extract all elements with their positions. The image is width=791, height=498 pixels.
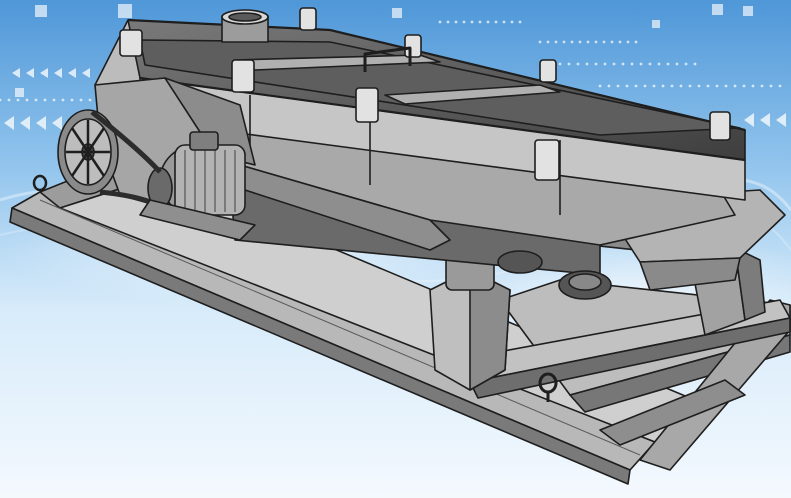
background-dot [724, 84, 728, 88]
background-dot [697, 84, 701, 88]
background-dot [760, 84, 764, 88]
background-dot [751, 84, 755, 88]
background-dot [648, 62, 652, 66]
background-dot [470, 20, 474, 24]
background-dot [88, 98, 92, 102]
background-dot [630, 62, 634, 66]
background-dot [778, 84, 782, 88]
background-dot [742, 84, 746, 88]
background-dot [34, 98, 38, 102]
background-dot [602, 40, 606, 44]
background-dot [576, 62, 580, 66]
background-dot [670, 84, 674, 88]
background-dot [693, 62, 697, 66]
background-dot [558, 62, 562, 66]
background-dot [626, 40, 630, 44]
inlet-pipe [221, 9, 269, 43]
background-dot [494, 20, 498, 24]
background-dot [585, 62, 589, 66]
left-lifting-eye [32, 174, 48, 192]
background-dot [625, 84, 629, 88]
electric-motor [147, 131, 246, 217]
background-dot [518, 20, 522, 24]
background-dot [643, 84, 647, 88]
background-dot [486, 20, 490, 24]
background-dot [675, 62, 679, 66]
background-dot [612, 62, 616, 66]
background-dot [616, 84, 620, 88]
background-dot [70, 98, 74, 102]
background-dot [603, 62, 607, 66]
background-dot [706, 84, 710, 88]
background-dot [610, 40, 614, 44]
background-dot [79, 98, 83, 102]
background-dot [478, 20, 482, 24]
background-chevrons [4, 68, 786, 130]
deck-cover [127, 18, 746, 162]
background-dot [661, 84, 665, 88]
background-dot [594, 62, 598, 66]
background-dot [7, 98, 11, 102]
background-dot [554, 40, 558, 44]
cover-handle [363, 46, 412, 72]
background-dot [578, 40, 582, 44]
background-dot [769, 84, 773, 88]
background-dot [684, 62, 688, 66]
background-dot [454, 20, 458, 24]
background-dot [634, 40, 638, 44]
background-dot [61, 98, 65, 102]
background-dot [502, 20, 506, 24]
background-dot [618, 40, 622, 44]
background-dot [679, 84, 683, 88]
background-dot [621, 62, 625, 66]
background-dot [639, 62, 643, 66]
background-dot [446, 20, 450, 24]
background-dot [598, 84, 602, 88]
background-dot [25, 98, 29, 102]
background-dot [586, 40, 590, 44]
background-dot [570, 40, 574, 44]
background-dot [438, 20, 442, 24]
vibrating-screen-machine [9, 7, 791, 485]
background-dot [52, 98, 56, 102]
background-dot [733, 84, 737, 88]
background-dot [538, 40, 542, 44]
background-dot [657, 62, 661, 66]
background-dot [652, 84, 656, 88]
background-dot [607, 84, 611, 88]
background-dot [594, 40, 598, 44]
background-dot [43, 98, 47, 102]
background-dot [16, 98, 20, 102]
background-dot [715, 84, 719, 88]
lifting-eye [538, 372, 558, 402]
flywheel [57, 109, 119, 195]
background-dot [666, 62, 670, 66]
background-dot [0, 98, 2, 102]
background-dot [462, 20, 466, 24]
background-squares [15, 4, 753, 97]
background-dot [546, 40, 550, 44]
background-dot [562, 40, 566, 44]
background-dot [567, 62, 571, 66]
background-dot [688, 84, 692, 88]
background-dot [634, 84, 638, 88]
background-dots [0, 20, 782, 102]
motor-mount [139, 199, 256, 241]
background-dot [510, 20, 514, 24]
